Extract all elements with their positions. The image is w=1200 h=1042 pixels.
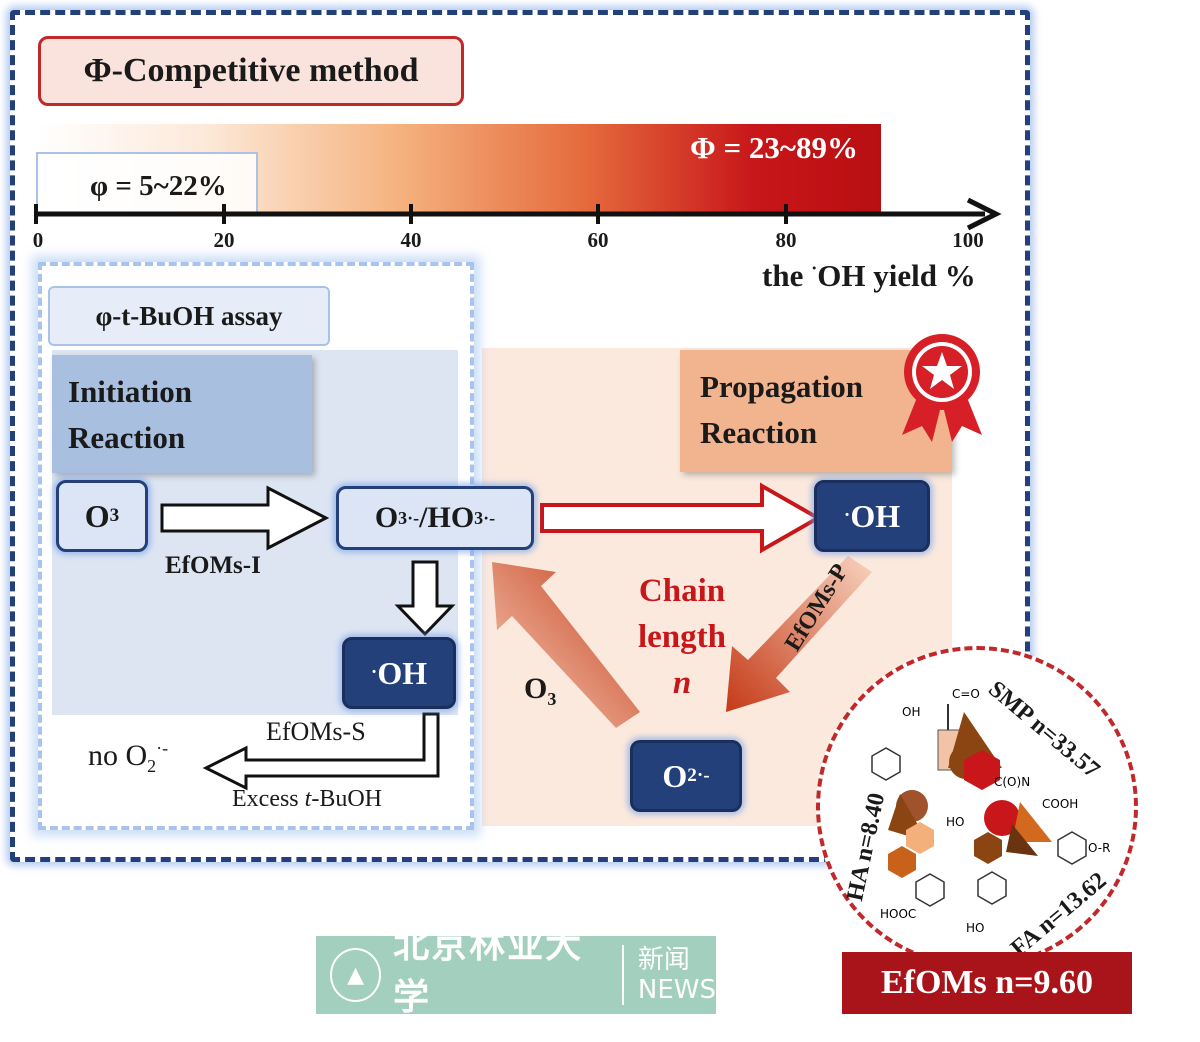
efoms-circle bbox=[816, 646, 1138, 968]
tick-label: 40 bbox=[400, 228, 422, 252]
university-seal-icon: ▲ bbox=[330, 948, 382, 1002]
efoms-i-label: EfOMs-I bbox=[165, 552, 261, 579]
efoms-result-box: EfOMs n=9.60 bbox=[842, 952, 1132, 1014]
page-title: Φ-Competitive method bbox=[38, 36, 464, 106]
structure-label: OH bbox=[902, 705, 920, 719]
phi-small-range-box bbox=[36, 152, 258, 214]
tick-label: 60 bbox=[587, 228, 609, 252]
tick-label: 20 bbox=[213, 228, 235, 252]
structure-label: C(O)N bbox=[994, 775, 1030, 789]
structure-label: HO bbox=[966, 921, 984, 935]
excess-tbuoh-label: Excess t-BuOH bbox=[232, 786, 382, 812]
bjfu-news-logo: ▲ 北京林业大学 BEIJING FORESTRY UNIVERSITY 新闻 … bbox=[316, 925, 716, 1034]
phi-small-range-label: φ = 5~22% bbox=[90, 170, 227, 202]
tick-label: 80 bbox=[775, 228, 797, 252]
no-o2-label: no O2·- bbox=[88, 738, 169, 776]
assay-label: φ-t-BuOH assay bbox=[48, 286, 330, 346]
o3-cycle-label: O3 bbox=[524, 672, 557, 709]
tick-label: 100 bbox=[952, 228, 984, 252]
logo-cn-text: 北京林业大学 bbox=[393, 925, 584, 1018]
logo-news-en: NEWS bbox=[637, 975, 716, 1005]
structure-label: C=O bbox=[952, 687, 980, 701]
logo-news-cn: 新闻 bbox=[637, 945, 690, 975]
oh-box-propagation: ·OH bbox=[814, 480, 930, 552]
yield-axis-label: the ·OH yield % bbox=[762, 258, 976, 293]
efoms-structures: C=O C(O)N HO OH HOOC COOH O-R HO bbox=[871, 687, 1110, 935]
structure-label: COOH bbox=[1042, 797, 1078, 811]
efoms-s-label: EfOMs-S bbox=[266, 717, 366, 746]
phi-range-label: Φ = 23~89% bbox=[690, 130, 858, 165]
award-badge-icon bbox=[902, 334, 982, 442]
structure-label: HO bbox=[946, 815, 964, 829]
outer-frame bbox=[10, 10, 1030, 862]
tick-label: 0 bbox=[32, 228, 44, 252]
oh-box-initiation: ·OH bbox=[342, 637, 456, 709]
structure-label: O-R bbox=[1088, 841, 1110, 855]
logo-en-text: BEIJING FORESTRY UNIVERSITY bbox=[393, 1020, 606, 1034]
structure-label: HOOC bbox=[880, 907, 916, 921]
